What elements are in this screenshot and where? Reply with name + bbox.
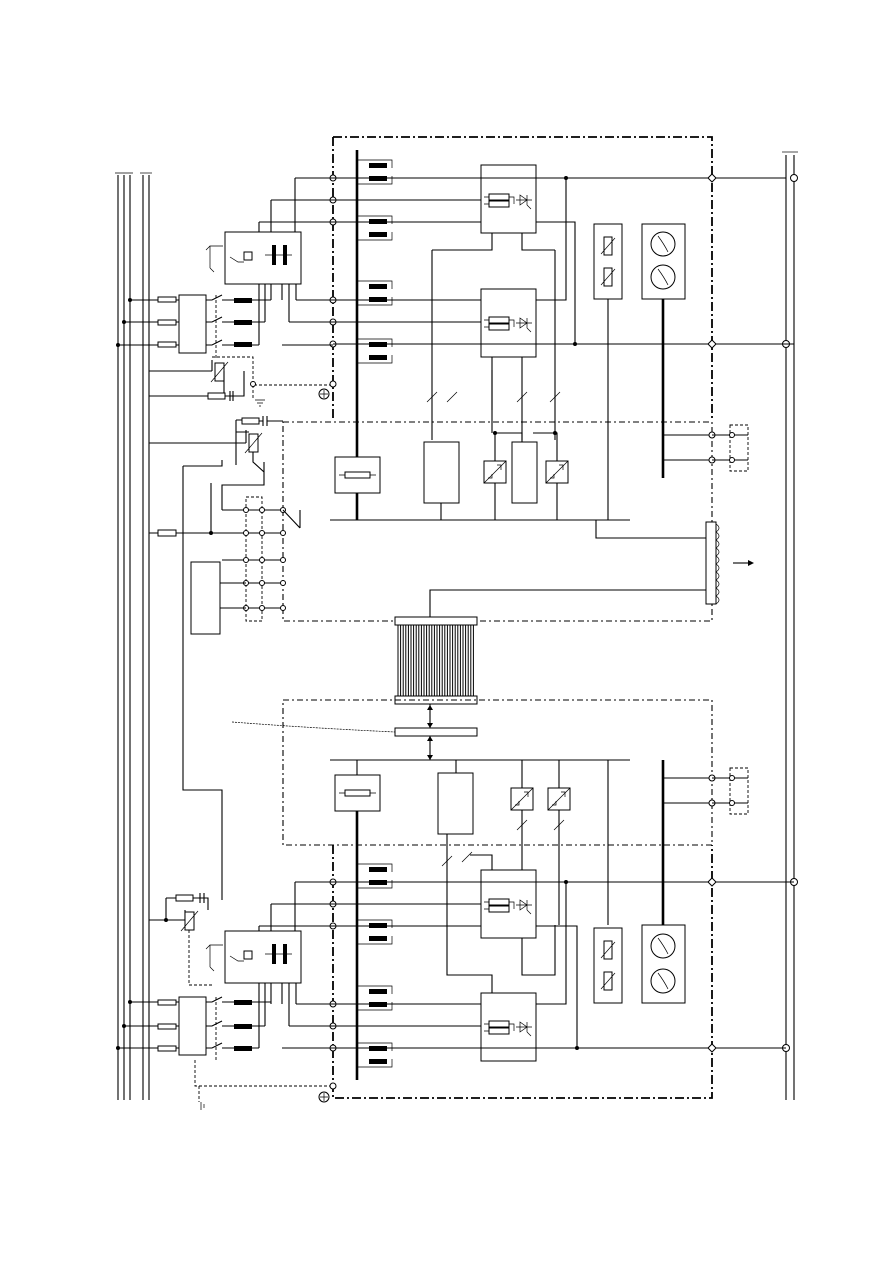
ribbon-cable [232, 617, 477, 760]
right-dc-rails [782, 152, 798, 1100]
external-controller-box [191, 562, 220, 634]
lower-gate-driver [438, 773, 473, 834]
upper-gate-driver [424, 442, 459, 503]
upper-main-breaker [179, 295, 206, 353]
left-supply-rails [115, 173, 152, 1100]
lower-relay-box [225, 931, 301, 983]
lower-main-breaker [179, 997, 206, 1055]
upper-relay-box [225, 232, 301, 284]
upper-thyristor-module-a [481, 165, 536, 233]
upper-thyristor-module-b [481, 289, 536, 357]
lower-power-module [330, 760, 794, 1098]
lower-thyristor-module-a [481, 870, 536, 938]
upper-control-connector [706, 522, 716, 604]
upper-driver-b [512, 442, 537, 503]
upper-varistor-unit [594, 224, 622, 520]
lower-thyristor-module-b [481, 993, 536, 1061]
upper-capacitor-bank [357, 160, 392, 363]
lower-capacitor-bank [357, 864, 392, 1067]
lower-fan-unit [642, 925, 685, 1003]
upper-control-board [283, 422, 754, 621]
upper-fan-unit [642, 224, 685, 478]
dc-plus-terminal-upper [791, 175, 798, 182]
lower-interface-connector [395, 728, 477, 736]
lower-varistor-unit [594, 928, 622, 1003]
